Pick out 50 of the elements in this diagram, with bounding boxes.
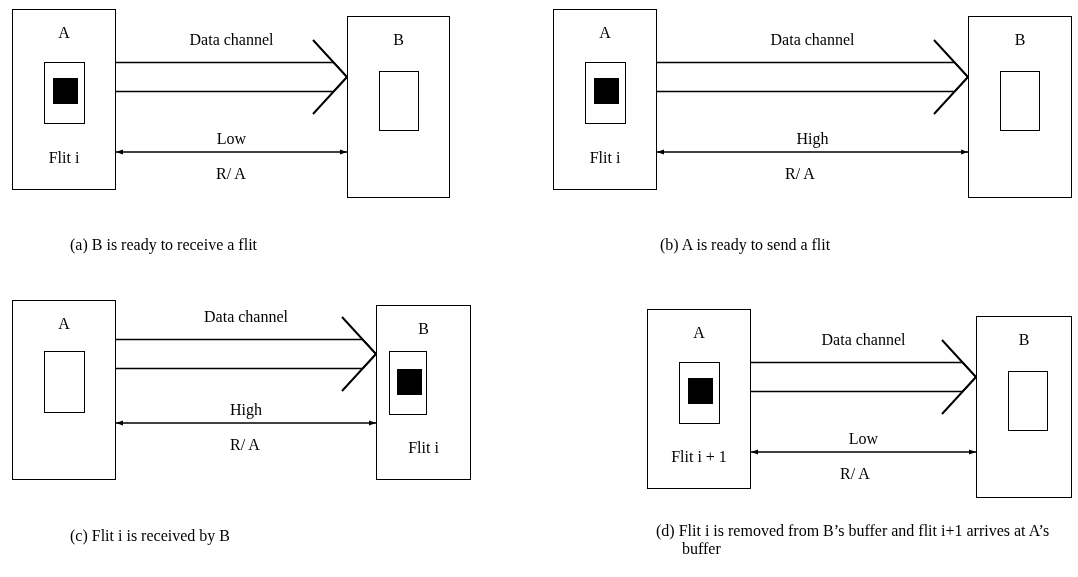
router-box (347, 16, 450, 198)
signal-label: R/ A (216, 165, 246, 183)
node-name: A (57, 315, 71, 333)
double-arrow (750, 449, 977, 455)
node-name: A (598, 24, 612, 42)
buffer-box (679, 362, 720, 424)
buffer-box (1008, 371, 1048, 431)
router-box (647, 309, 751, 489)
node-name: B (417, 320, 430, 338)
node-name: B (1017, 331, 1031, 349)
router-box (553, 9, 657, 190)
edge-label: High (228, 401, 264, 419)
buffer-box (585, 62, 626, 124)
router-box (976, 316, 1072, 498)
node-name: A (57, 24, 71, 42)
router-box (12, 300, 116, 480)
node-name: A (692, 324, 706, 342)
flit-label: Flit i (407, 439, 440, 457)
node-name: B (1013, 31, 1027, 49)
signal-label: R/ A (840, 465, 870, 483)
buffer-box (44, 351, 85, 413)
flit-square (53, 78, 78, 104)
flit-square (594, 78, 619, 104)
buffer-box (379, 71, 419, 131)
flit-square (397, 369, 422, 395)
buffer-box (44, 62, 85, 124)
panel-caption: (b) A is ready to send a flit (660, 236, 832, 254)
wide-arrow (750, 339, 977, 415)
signal-label: R/ A (230, 436, 260, 454)
double-arrow (656, 149, 969, 155)
panel-caption: (c) Flit i is received by B (70, 527, 231, 545)
double-arrow (115, 149, 348, 155)
flit-label: Flit i (47, 149, 81, 167)
wide-arrow (115, 316, 377, 392)
panel-caption: (a) B is ready to receive a flit (70, 236, 259, 254)
buffer-box (1000, 71, 1040, 131)
buffer-box (389, 351, 427, 415)
router-box (376, 305, 471, 480)
edge-label: High (794, 130, 831, 148)
router-box (968, 16, 1072, 198)
flit-square (688, 378, 713, 404)
panel-caption: (d) Flit i is removed from B’s buffer and flit i+1 arrives at A’s buffer (656, 522, 1051, 558)
flit-label: Flit i + 1 (670, 448, 728, 466)
flit-label: Flit i (588, 149, 622, 167)
double-arrow (115, 420, 377, 426)
router-box (12, 9, 116, 190)
wide-arrow (656, 39, 969, 115)
signal-label: R/ A (785, 165, 815, 183)
wide-arrow (115, 39, 348, 115)
node-name: B (392, 31, 405, 49)
